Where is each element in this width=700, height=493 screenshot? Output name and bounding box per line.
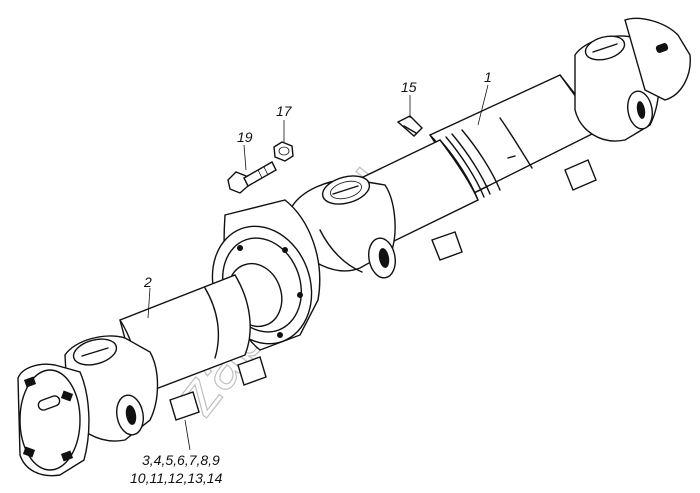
callout-1: 1 [484,69,492,85]
leader-lines [147,84,489,451]
balance-plate-upper-right [564,159,597,191]
universal-joint-lower [64,335,159,442]
callout-group-line1: 3,4,5,6,7,8,9 [142,452,220,468]
balance-plate-middle [431,231,463,261]
bracket-part-15 [396,115,423,137]
universal-joint-middle [289,175,396,279]
callout-17: 17 [276,103,293,119]
callout-group-line2: 10,11,12,13,14 [130,470,223,486]
callout-2: 2 [143,274,152,290]
callout-19: 19 [237,129,253,145]
balance-plate-lower-b [169,391,200,421]
flange-yoke-lower [17,363,90,477]
callout-15: 15 [401,79,417,95]
balance-plate-lower-a [237,356,267,386]
bolt-part-19 [227,161,277,194]
nut-part-17 [273,141,294,162]
flange-yoke-upper [624,17,691,101]
